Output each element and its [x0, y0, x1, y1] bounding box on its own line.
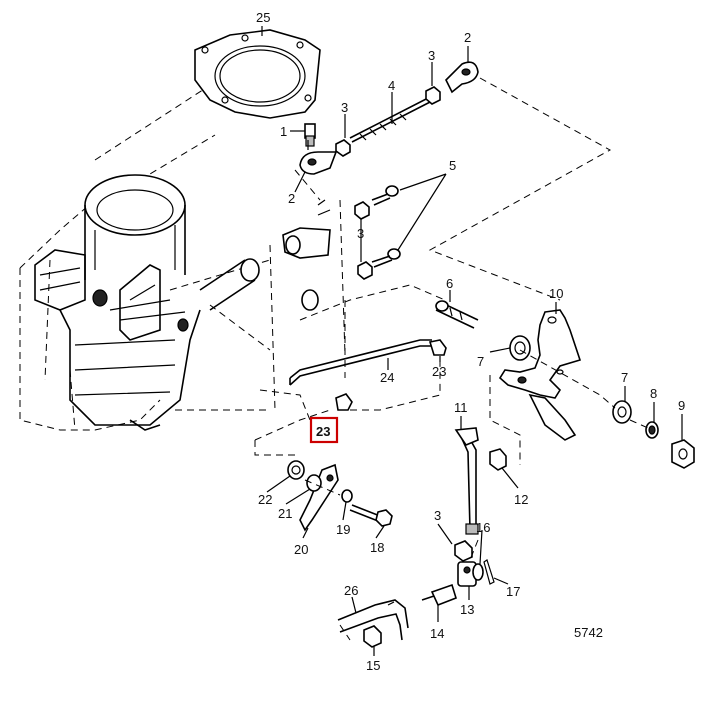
label-22: 22	[258, 492, 272, 507]
label-5: 5	[449, 158, 456, 173]
part-3-nut-upper-left	[335, 139, 351, 157]
label-16: 16	[476, 520, 490, 535]
part-3-nut-middle	[354, 201, 370, 220]
part-25-throttle-body-gasket	[194, 29, 321, 119]
engine-bracket	[282, 199, 331, 311]
part-11-link-arm	[454, 427, 479, 535]
part-20-lever	[299, 463, 339, 532]
label-2-left: 2	[288, 191, 295, 206]
engine-block	[34, 174, 260, 431]
label-8: 8	[650, 386, 657, 401]
part-21-spacer	[306, 474, 322, 492]
part-12-bushing	[489, 448, 507, 471]
part-7-bushing-left	[509, 335, 531, 361]
part-5-bolt-upper	[371, 185, 399, 206]
part-23-clip-left	[335, 393, 353, 411]
part-3-nut-bottom	[454, 540, 473, 562]
label-7-right: 7	[621, 370, 628, 385]
label-13: 13	[460, 602, 474, 617]
label-10: 10	[549, 286, 563, 301]
label-7-left: 7	[477, 354, 484, 369]
part-14-stud	[421, 583, 457, 607]
part-16-washer	[472, 563, 484, 581]
part-23-clip-right	[428, 339, 447, 356]
label-6: 6	[446, 276, 453, 291]
label-3-middle: 3	[357, 226, 364, 241]
part-26-bracket-rod	[337, 599, 409, 641]
label-12: 12	[514, 492, 528, 507]
label-24: 24	[380, 370, 394, 385]
part-2-rod-end-left	[299, 151, 338, 175]
part-8-washer	[645, 421, 659, 439]
label-4: 4	[388, 78, 395, 93]
part-3-nut-lower	[357, 261, 373, 280]
part-9-nut	[671, 439, 695, 469]
part-18-bolt	[349, 504, 393, 527]
part-5-bolt-lower	[371, 248, 401, 268]
label-26: 26	[344, 583, 358, 598]
label-20: 20	[294, 542, 308, 557]
assembly-guide-lines	[254, 77, 649, 641]
part-1-ball-stud	[304, 123, 316, 150]
label-3-bottom: 3	[434, 508, 441, 523]
part-2-rod-end-right	[445, 61, 479, 94]
part-24-throttle-rod	[289, 339, 432, 386]
part-22-nut	[287, 460, 305, 480]
figure-number: 5742	[574, 625, 603, 640]
label-15: 15	[366, 658, 380, 673]
label-18: 18	[370, 540, 384, 555]
part-15-nut	[363, 625, 382, 648]
part-4-link-rod	[349, 95, 435, 143]
part-10-throttle-cam	[498, 309, 582, 441]
label-2-top-right: 2	[464, 30, 471, 45]
highlighted-label-23: 23	[316, 424, 330, 439]
leader-lines	[261, 26, 683, 656]
label-23-right: 23	[432, 364, 446, 379]
label-11: 11	[454, 400, 468, 415]
part-3-nut-upper-right	[425, 86, 441, 105]
part-6-pivot-shaft	[435, 300, 479, 329]
label-1: 1	[280, 124, 287, 139]
label-25: 25	[256, 10, 270, 25]
label-3-top-left: 3	[341, 100, 348, 115]
label-3-top-right: 3	[428, 48, 435, 63]
highlight-box	[309, 416, 339, 444]
label-21: 21	[278, 506, 292, 521]
label-9: 9	[678, 398, 685, 413]
part-7-washer-right	[612, 400, 632, 424]
part-19-washer	[341, 489, 353, 503]
label-19: 19	[336, 522, 350, 537]
part-17-cotter-pin	[483, 559, 495, 585]
part-labels: 25 2 3 4 3 1 2 5 3 6 10 7 23 24 7 8 9 11…	[256, 10, 685, 673]
engine-phantom-outline	[19, 69, 346, 456]
label-17: 17	[506, 584, 520, 599]
highlighted-part-callout: 23	[309, 416, 339, 444]
label-14: 14	[430, 626, 444, 641]
